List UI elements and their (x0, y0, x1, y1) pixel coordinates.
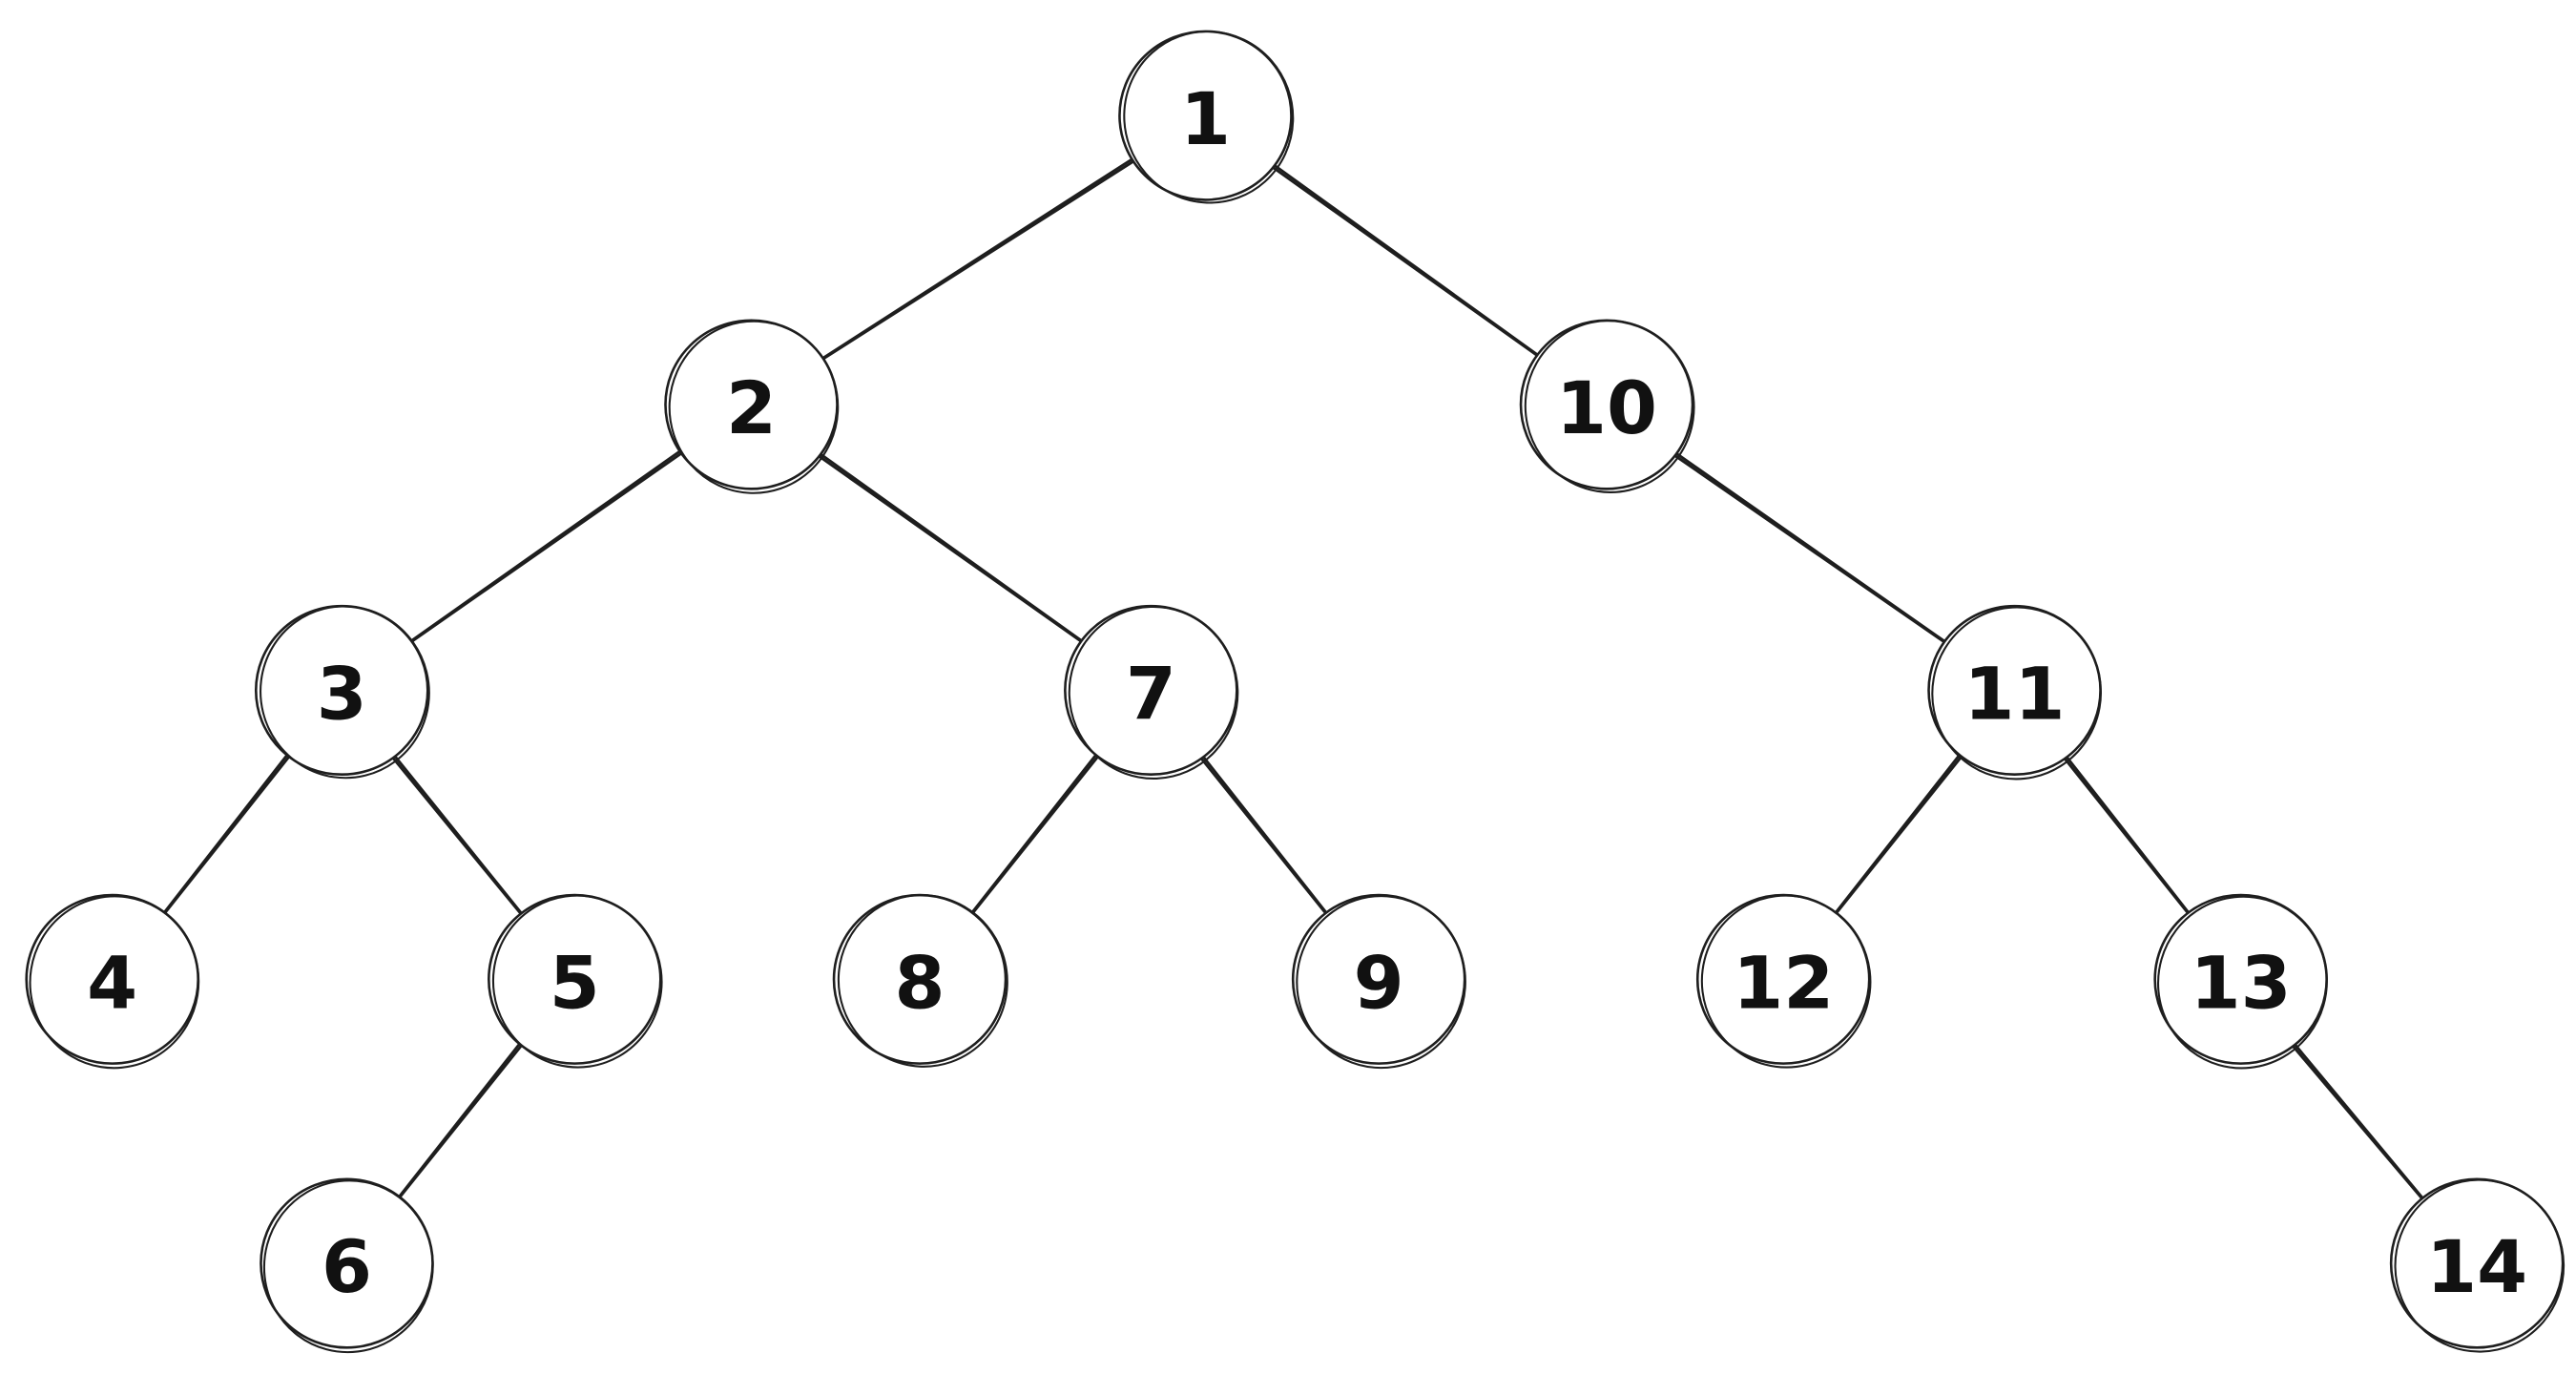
tree-node-2: 2 (664, 319, 840, 494)
edge-n10-n11-stroke2 (1673, 454, 1951, 647)
edge-n2-n7-stroke2 (818, 455, 1088, 647)
node-label: 4 (87, 940, 137, 1025)
edge-n11-n12-stroke2 (1831, 754, 1961, 919)
node-circle-sketch-stroke (2156, 895, 2328, 1070)
node-circle-sketch-stroke (1700, 894, 1872, 1069)
edge-n5-n6-stroke2 (394, 1043, 521, 1203)
tree-node-8: 8 (832, 893, 1008, 1068)
node-circle-sketch-stroke (29, 895, 200, 1070)
node-label: 11 (1964, 651, 2066, 736)
node-label: 5 (550, 940, 600, 1025)
node-circle-sketch-stroke (262, 1179, 434, 1354)
node-circle-sketch-stroke (1123, 30, 1295, 204)
node-label: 8 (895, 940, 945, 1025)
node-label: 9 (1354, 940, 1404, 1025)
node-circle-sketch-stroke (1068, 605, 1239, 781)
tree-node-11: 11 (1927, 604, 2103, 781)
edge-n7-n9-stroke2 (1200, 758, 1331, 920)
edge-n3-n5-stroke2 (392, 757, 526, 920)
tree-node-7: 7 (1064, 604, 1239, 781)
tree-node-10: 10 (1519, 319, 1695, 493)
tree-node-1: 1 (1118, 30, 1295, 204)
edge-n3-n4-stroke2 (159, 754, 288, 919)
tree-node-9: 9 (1291, 893, 1466, 1070)
node-label: 14 (2426, 1224, 2527, 1309)
tree-node-4: 4 (25, 893, 200, 1070)
node-circle-sketch-stroke (1931, 606, 2103, 781)
tree-node-13: 13 (2153, 893, 2328, 1070)
tree-node-6: 6 (260, 1177, 434, 1354)
node-label: 13 (2191, 940, 2292, 1025)
edge-n2-n3-stroke2 (405, 449, 681, 646)
node-label: 6 (322, 1224, 372, 1309)
tree-node-14: 14 (2389, 1177, 2566, 1353)
edge-n7-n8-stroke2 (966, 754, 1097, 919)
node-circle-sketch-stroke (1296, 895, 1466, 1070)
node-label: 1 (1180, 76, 1231, 161)
edges (159, 157, 2428, 1205)
node-label: 3 (317, 651, 367, 736)
node-label: 7 (1126, 651, 1176, 736)
node-label: 2 (726, 365, 777, 450)
node-label: 10 (1556, 365, 1657, 450)
tree-node-5: 5 (488, 893, 663, 1069)
node-circle-sketch-stroke (491, 894, 663, 1069)
node-label: 12 (1733, 940, 1834, 1025)
tree-node-12: 12 (1695, 893, 1872, 1069)
tree-node-3: 3 (254, 604, 430, 780)
edge-n1-n2-stroke2 (816, 157, 1133, 364)
node-circle-sketch-stroke (668, 320, 840, 494)
node-circle-sketch-stroke (1524, 320, 1695, 493)
edge-n11-n13-stroke2 (2064, 758, 2193, 919)
node-circle-sketch-stroke (260, 605, 430, 780)
node-circle-sketch-stroke (2394, 1178, 2566, 1353)
edge-n1-n10-stroke2 (1272, 166, 1544, 361)
node-circle-sketch-stroke (837, 894, 1008, 1068)
edge-n13-n14-stroke2 (2292, 1045, 2427, 1205)
